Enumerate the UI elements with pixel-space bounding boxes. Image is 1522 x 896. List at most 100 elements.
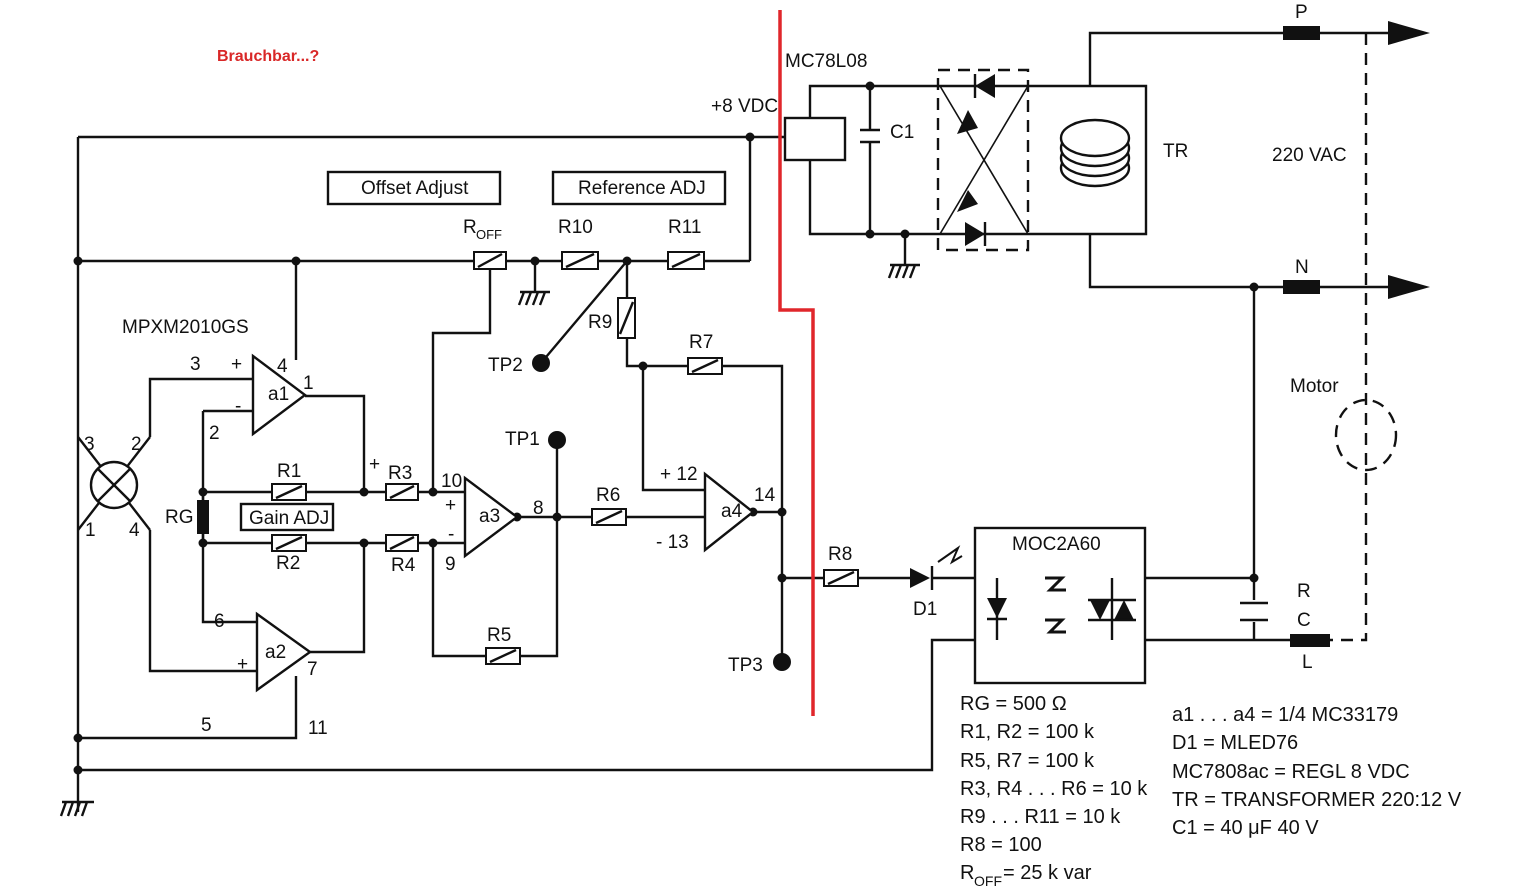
pin-label: - [235,396,241,417]
svg-text:= 25 k var: = 25 k var [1003,862,1092,884]
svg-text:OFF: OFF [974,873,1002,889]
tp2-point [532,354,550,372]
svg-text:R3: R3 [388,463,412,484]
n-terminal [1283,280,1320,294]
gain-adj-label: Gain ADJ [249,508,329,529]
motor-symbol [1334,398,1398,472]
svg-text:R6: R6 [596,485,620,506]
reference-adj-box [551,170,727,206]
pin-label: 7 [307,659,318,680]
resistor-rg: RG [165,500,209,534]
pin-label: + 12 [660,464,698,485]
sensor-bridge [89,460,139,510]
d1-label: D1 [913,599,937,620]
pin-label: + [231,354,242,375]
resistor-r10: R10 [558,217,599,270]
svg-text:R11: R11 [668,217,701,238]
svg-text:D1 = MLED76: D1 = MLED76 [1172,732,1298,754]
vdc-label: +8 VDC [711,96,778,117]
wires [76,31,1395,812]
svg-text:R: R [463,217,477,238]
offset-adjust-box [326,170,502,206]
svg-text:C1 = 40 μF 40 V: C1 = 40 μF 40 V [1172,817,1319,839]
pin-label: - [448,524,454,545]
pin-label: 2 [131,434,142,455]
pin-label: + [445,495,456,516]
opamp-a1: a1 [251,353,307,437]
resistor-r8: R8 [823,544,859,587]
pin-label: 8 [533,498,544,519]
tp2-label: TP2 [488,355,523,376]
resistor-r3: R3 [385,463,419,501]
ground-icon [59,800,94,817]
svg-text:R7: R7 [689,332,713,353]
transformer-coil [1059,118,1131,188]
pin-label: 3 [84,434,95,455]
resistor-roff: R OFF [463,217,507,270]
svg-text:OFF: OFF [476,227,502,242]
resistor-r2: R2 [271,534,307,574]
pin-label: 10 [441,471,462,492]
moc2a60-optocoupler [973,526,1147,685]
svg-text:a4: a4 [721,501,743,522]
pin-label: 11 [308,718,328,739]
svg-text:R9: R9 [588,312,612,333]
opamp-a2: a2 [255,611,313,693]
offset-adjust-label: Offset Adjust [361,178,469,199]
component-legend-left: RG = 500 Ω R1, R2 = 100 k R5, R7 = 100 k… [960,693,1148,889]
led-d1 [910,545,963,590]
pin-label: 9 [445,554,456,575]
svg-text:R8: R8 [828,544,852,565]
n-label: N [1295,257,1309,278]
moc-label: MOC2A60 [1012,534,1101,555]
svg-text:MC7808ac = REGL 8 VDC: MC7808ac = REGL 8 VDC [1172,761,1410,783]
svg-text:a1: a1 [268,384,289,405]
motor-dashed-line [1330,33,1368,642]
pin-label: - 13 [656,532,689,553]
resistor-r1: R1 [271,461,307,501]
resistor-r9: R9 [588,297,636,339]
sensor-label: MPXM2010GS [122,317,249,338]
c1-label: C1 [890,122,914,143]
red-separation-line [778,10,815,716]
reference-adj-label: Reference ADJ [578,178,706,199]
gain-adj-box [239,502,335,532]
pin-label: - [241,611,247,632]
pin-label: 3 [190,354,201,375]
p-terminal [1283,26,1320,40]
svg-text:R1: R1 [277,461,301,482]
tp1-point [548,431,566,449]
svg-text:R5, R7 = 100 k: R5, R7 = 100 k [960,750,1095,772]
svg-text:a1 . . . a4 = 1/4 MC33179: a1 . . . a4 = 1/4 MC33179 [1172,704,1398,726]
c-label: C [1297,610,1311,631]
opamp-a4: a4 [703,471,755,553]
p-label: P [1295,2,1308,23]
svg-text:R8 = 100: R8 = 100 [960,834,1042,856]
component-legend-right: a1 . . . a4 = 1/4 MC33179 D1 = MLED76 MC… [1172,704,1462,839]
svg-text:R: R [960,862,974,884]
pin-label: 4 [277,356,288,377]
svg-text:a3: a3 [479,506,500,527]
l-label: L [1302,652,1313,673]
svg-text:RG = 500 Ω: RG = 500 Ω [960,693,1067,715]
svg-text:R1, R2 = 100 k: R1, R2 = 100 k [960,721,1095,743]
r-label: R [1297,581,1311,602]
resistor-r5: R5 [485,625,521,665]
vac-label: 220 VAC [1272,145,1347,166]
svg-text:R9 . . . R11 = 10 k: R9 . . . R11 = 10 k [960,806,1121,828]
ground-icon [887,263,920,279]
tr-label: TR [1163,141,1188,162]
pin-label: 1 [303,373,314,394]
svg-text:a2: a2 [265,642,286,663]
load-terminal [1290,634,1330,647]
svg-text:R10: R10 [558,217,593,238]
svg-text:R5: R5 [487,625,511,646]
arrow-right-icon [1388,275,1430,299]
pin-label: 5 [201,715,212,736]
svg-text:R4: R4 [391,555,416,576]
svg-text:RG: RG [165,507,194,528]
capacitor-c1 [860,128,880,144]
pin-label: 1 [85,520,96,541]
arrow-right-icon [1388,21,1430,45]
